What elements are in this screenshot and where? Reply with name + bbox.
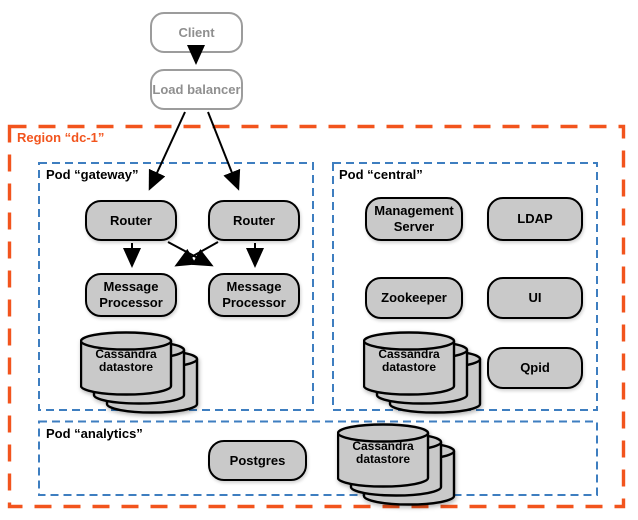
database-cylinders-icon [362,331,482,414]
postgres-node: Postgres [208,440,307,481]
cassandra-datastore-analytics: Cassandra datastore [336,423,459,507]
arrow-lb-to-router1 [148,111,186,191]
client-node: Client [150,12,243,53]
cassandra-gateway-label: Cassandra datastore [95,347,157,374]
cassandra-datastore-central: Cassandra datastore [362,331,485,415]
database-cylinders-icon [336,423,456,506]
arrow-lb-to-router2 [207,111,241,191]
cassandra-datastore-gateway: Cassandra datastore [79,331,202,415]
message-processor-2-node: Message Processor [208,273,300,317]
router-1-node: Router [85,200,177,241]
arrow-router1-to-mp2 [167,241,214,267]
ldap-node: LDAP [487,197,583,241]
pod-analytics-label: Pod “analytics” [46,426,143,441]
arrow-router2-to-mp1 [174,241,219,267]
region-label: Region “dc-1” [17,130,105,145]
ui-node: UI [487,277,583,319]
router-2-node: Router [208,200,300,241]
zookeeper-node: Zookeeper [365,277,463,319]
management-server-node: Management Server [365,197,463,241]
cassandra-central-label: Cassandra datastore [378,347,440,374]
pod-gateway-label: Pod “gateway” [46,167,139,182]
pod-central-label: Pod “central” [339,167,423,182]
database-cylinders-icon [79,331,199,414]
qpid-node: Qpid [487,347,583,389]
message-processor-1-node: Message Processor [85,273,177,317]
load-balancer-node: Load balancer [150,69,243,110]
cassandra-analytics-label: Cassandra datastore [352,439,414,466]
